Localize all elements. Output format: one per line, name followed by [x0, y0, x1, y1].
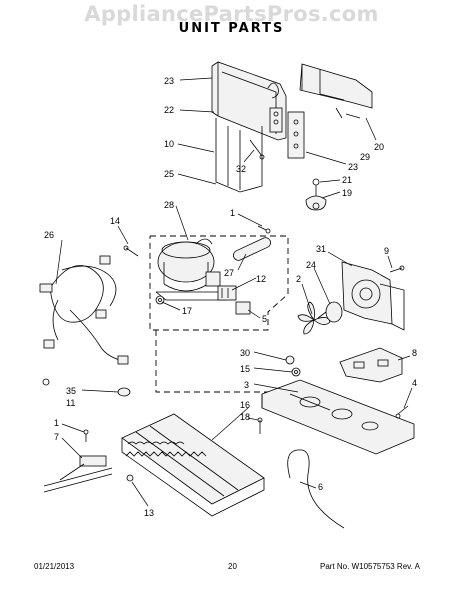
footer-part-number: Part No. W10575753 Rev. A: [320, 562, 420, 571]
callout-25: 25: [164, 169, 174, 179]
callout-6: 6: [318, 482, 323, 492]
bracket-part-8: [339, 347, 403, 383]
callout-8: 8: [412, 348, 417, 358]
callout-labels: 23 22 10 32 25 29 20 23 21 19 28 1 14 26…: [44, 76, 417, 518]
callout-15: 15: [240, 364, 250, 374]
callout-4: 4: [412, 378, 417, 388]
condenser-bracket-part-20: [299, 63, 373, 119]
callout-23-lower: 23: [348, 162, 358, 172]
callout-13: 13: [144, 508, 154, 518]
callout-16: 16: [240, 400, 250, 410]
callout-22: 22: [164, 105, 174, 115]
callout-18: 18: [240, 412, 250, 422]
callout-32: 32: [236, 164, 246, 174]
fan-shroud-part-31: [341, 261, 405, 331]
relay-part-12: [217, 285, 237, 301]
callout-5: 5: [262, 314, 267, 324]
wire-harness-part-7: [43, 455, 113, 493]
screw-part-14: [123, 245, 139, 257]
callout-20: 20: [374, 142, 384, 152]
leader-lines: [55, 77, 413, 507]
callout-11: 11: [66, 398, 75, 408]
footer-page-number: 20: [228, 562, 237, 571]
callout-30: 30: [240, 348, 250, 358]
callout-14: 14: [110, 216, 120, 226]
grommet-part-30: [285, 355, 295, 365]
callout-19: 19: [342, 188, 352, 198]
plug-part-11: [42, 378, 50, 386]
footer-date: 01/21/2013: [34, 562, 75, 571]
callout-12: 12: [256, 274, 266, 284]
condenser-coil-part-16: [121, 413, 265, 517]
grommet-part-15: [291, 367, 301, 377]
base-pan-part-3: [261, 379, 415, 455]
grommet-part-17: [155, 295, 165, 305]
callout-1-upper: 1: [230, 208, 235, 218]
callout-17: 17: [182, 306, 192, 316]
drier-housing-part-22: [211, 61, 305, 193]
callout-10: 10: [164, 139, 174, 149]
callout-35: 35: [66, 386, 76, 396]
callout-28: 28: [164, 200, 174, 210]
watermark: AppliancePartsPros.com: [84, 2, 379, 26]
callout-24: 24: [306, 260, 316, 270]
capacitor-part-27: [233, 237, 271, 261]
grommet-part-13: [126, 474, 134, 482]
callout-7: 7: [54, 432, 59, 442]
callout-1-lower: 1: [54, 418, 59, 428]
callout-3: 3: [244, 380, 249, 390]
callout-27: 27: [224, 268, 234, 278]
screw-part-1-lower: [83, 429, 89, 442]
compressor-part-28: [155, 238, 227, 301]
wire-part-6: [287, 449, 345, 529]
callout-21: 21: [342, 175, 352, 185]
screw-part-1-upper: [257, 225, 271, 234]
wire-harness-part-26: [39, 255, 129, 365]
clamp-part-19: [305, 178, 327, 211]
compressor-outline: [149, 235, 290, 393]
callout-26: 26: [44, 230, 54, 240]
overload-part-5: [235, 301, 251, 315]
callout-2: 2: [296, 274, 301, 284]
callout-31: 31: [316, 244, 326, 254]
page-title: UNIT PARTS: [178, 21, 285, 36]
callout-23-upper: 23: [164, 76, 174, 86]
screw-part-9: [389, 265, 405, 273]
fan-blade-part-2: [297, 301, 331, 335]
screw-part-4: [395, 405, 409, 419]
screw-part-18: [257, 417, 263, 434]
callout-29: 29: [360, 152, 370, 162]
clip-part-32: [249, 139, 265, 160]
fan-motor-part-24: [317, 301, 343, 323]
bumper-part-35: [117, 387, 131, 397]
callout-9: 9: [384, 246, 389, 256]
